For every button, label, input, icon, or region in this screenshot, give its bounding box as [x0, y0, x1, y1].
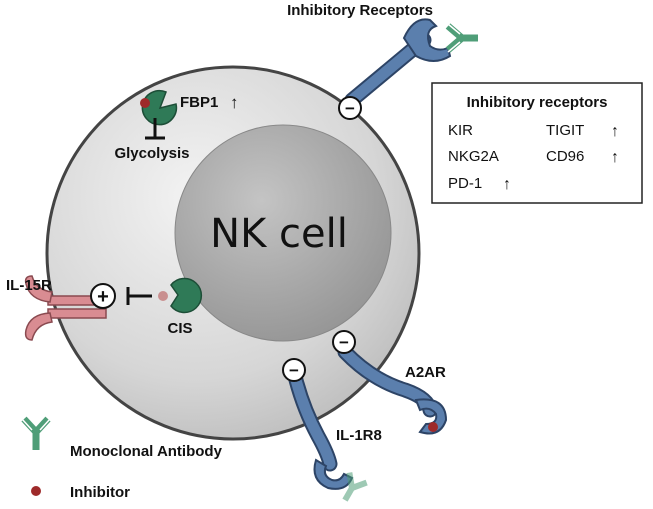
legend: Monoclonal Antibody Inhibitor	[21, 416, 223, 501]
minus-sign: −	[345, 99, 355, 118]
enzyme-icon	[141, 89, 178, 126]
up-arrow-icon: ↑	[611, 149, 619, 166]
receptor-item-nkg2a: NKG2A	[448, 148, 499, 165]
receptor-item-pd1: PD-1	[448, 175, 482, 192]
nucleus	[174, 124, 392, 342]
up-arrow-icon: ↑	[503, 176, 511, 193]
il1r8-label: IL-1R8	[336, 427, 382, 444]
minus-sign-icon	[338, 96, 362, 120]
fbp1-label: FBP1	[180, 94, 218, 111]
antibody-icon	[21, 416, 51, 450]
inhibit-bar-icon	[126, 287, 152, 305]
receptor-icon	[288, 372, 354, 490]
legend-inhibitor-label: Inhibitor	[70, 484, 130, 501]
inhibitor-icon	[140, 98, 150, 108]
minus-sign-icon	[282, 358, 306, 382]
minus-sign: −	[289, 361, 299, 380]
inhibitor-icon	[31, 486, 41, 496]
antibody-icon	[445, 23, 478, 53]
nucleus-label: NK cell	[210, 211, 348, 257]
minus-sign-icon	[332, 330, 356, 354]
cis-label: CIS	[167, 320, 192, 337]
plus-sign-icon	[90, 283, 116, 309]
receptor-item-kir: KIR	[448, 122, 473, 139]
inhibitor-icon	[428, 422, 438, 432]
cis-ligand-icon	[158, 291, 168, 301]
receptor-icon	[337, 344, 448, 435]
glycolysis-label: Glycolysis	[114, 145, 189, 162]
il15r-label: IL-15R	[6, 277, 52, 294]
antibody-icon	[342, 472, 368, 502]
up-arrow-icon: ↑	[230, 93, 239, 112]
a2ar-label: A2AR	[405, 364, 446, 381]
il15r-receptor-icon	[24, 275, 107, 341]
receptor-item-tigit: TIGIT	[546, 122, 584, 139]
enzyme-icon	[170, 277, 203, 314]
inhibitory-receptors-box: Inhibitory receptors KIR TIGIT ↑ NKG2A C…	[431, 82, 643, 204]
plus-sign: +	[97, 286, 109, 308]
minus-sign: −	[339, 333, 349, 352]
receptor-icon	[344, 18, 452, 108]
inhibit-bar-icon	[145, 118, 165, 140]
inhibitory-receptors-heading: Inhibitory Receptors	[287, 2, 433, 19]
up-arrow-icon: ↑	[611, 123, 619, 140]
box-title: Inhibitory receptors	[467, 94, 608, 111]
legend-antibody-label: Monoclonal Antibody	[70, 443, 223, 460]
receptor-item-cd96: CD96	[546, 148, 584, 165]
